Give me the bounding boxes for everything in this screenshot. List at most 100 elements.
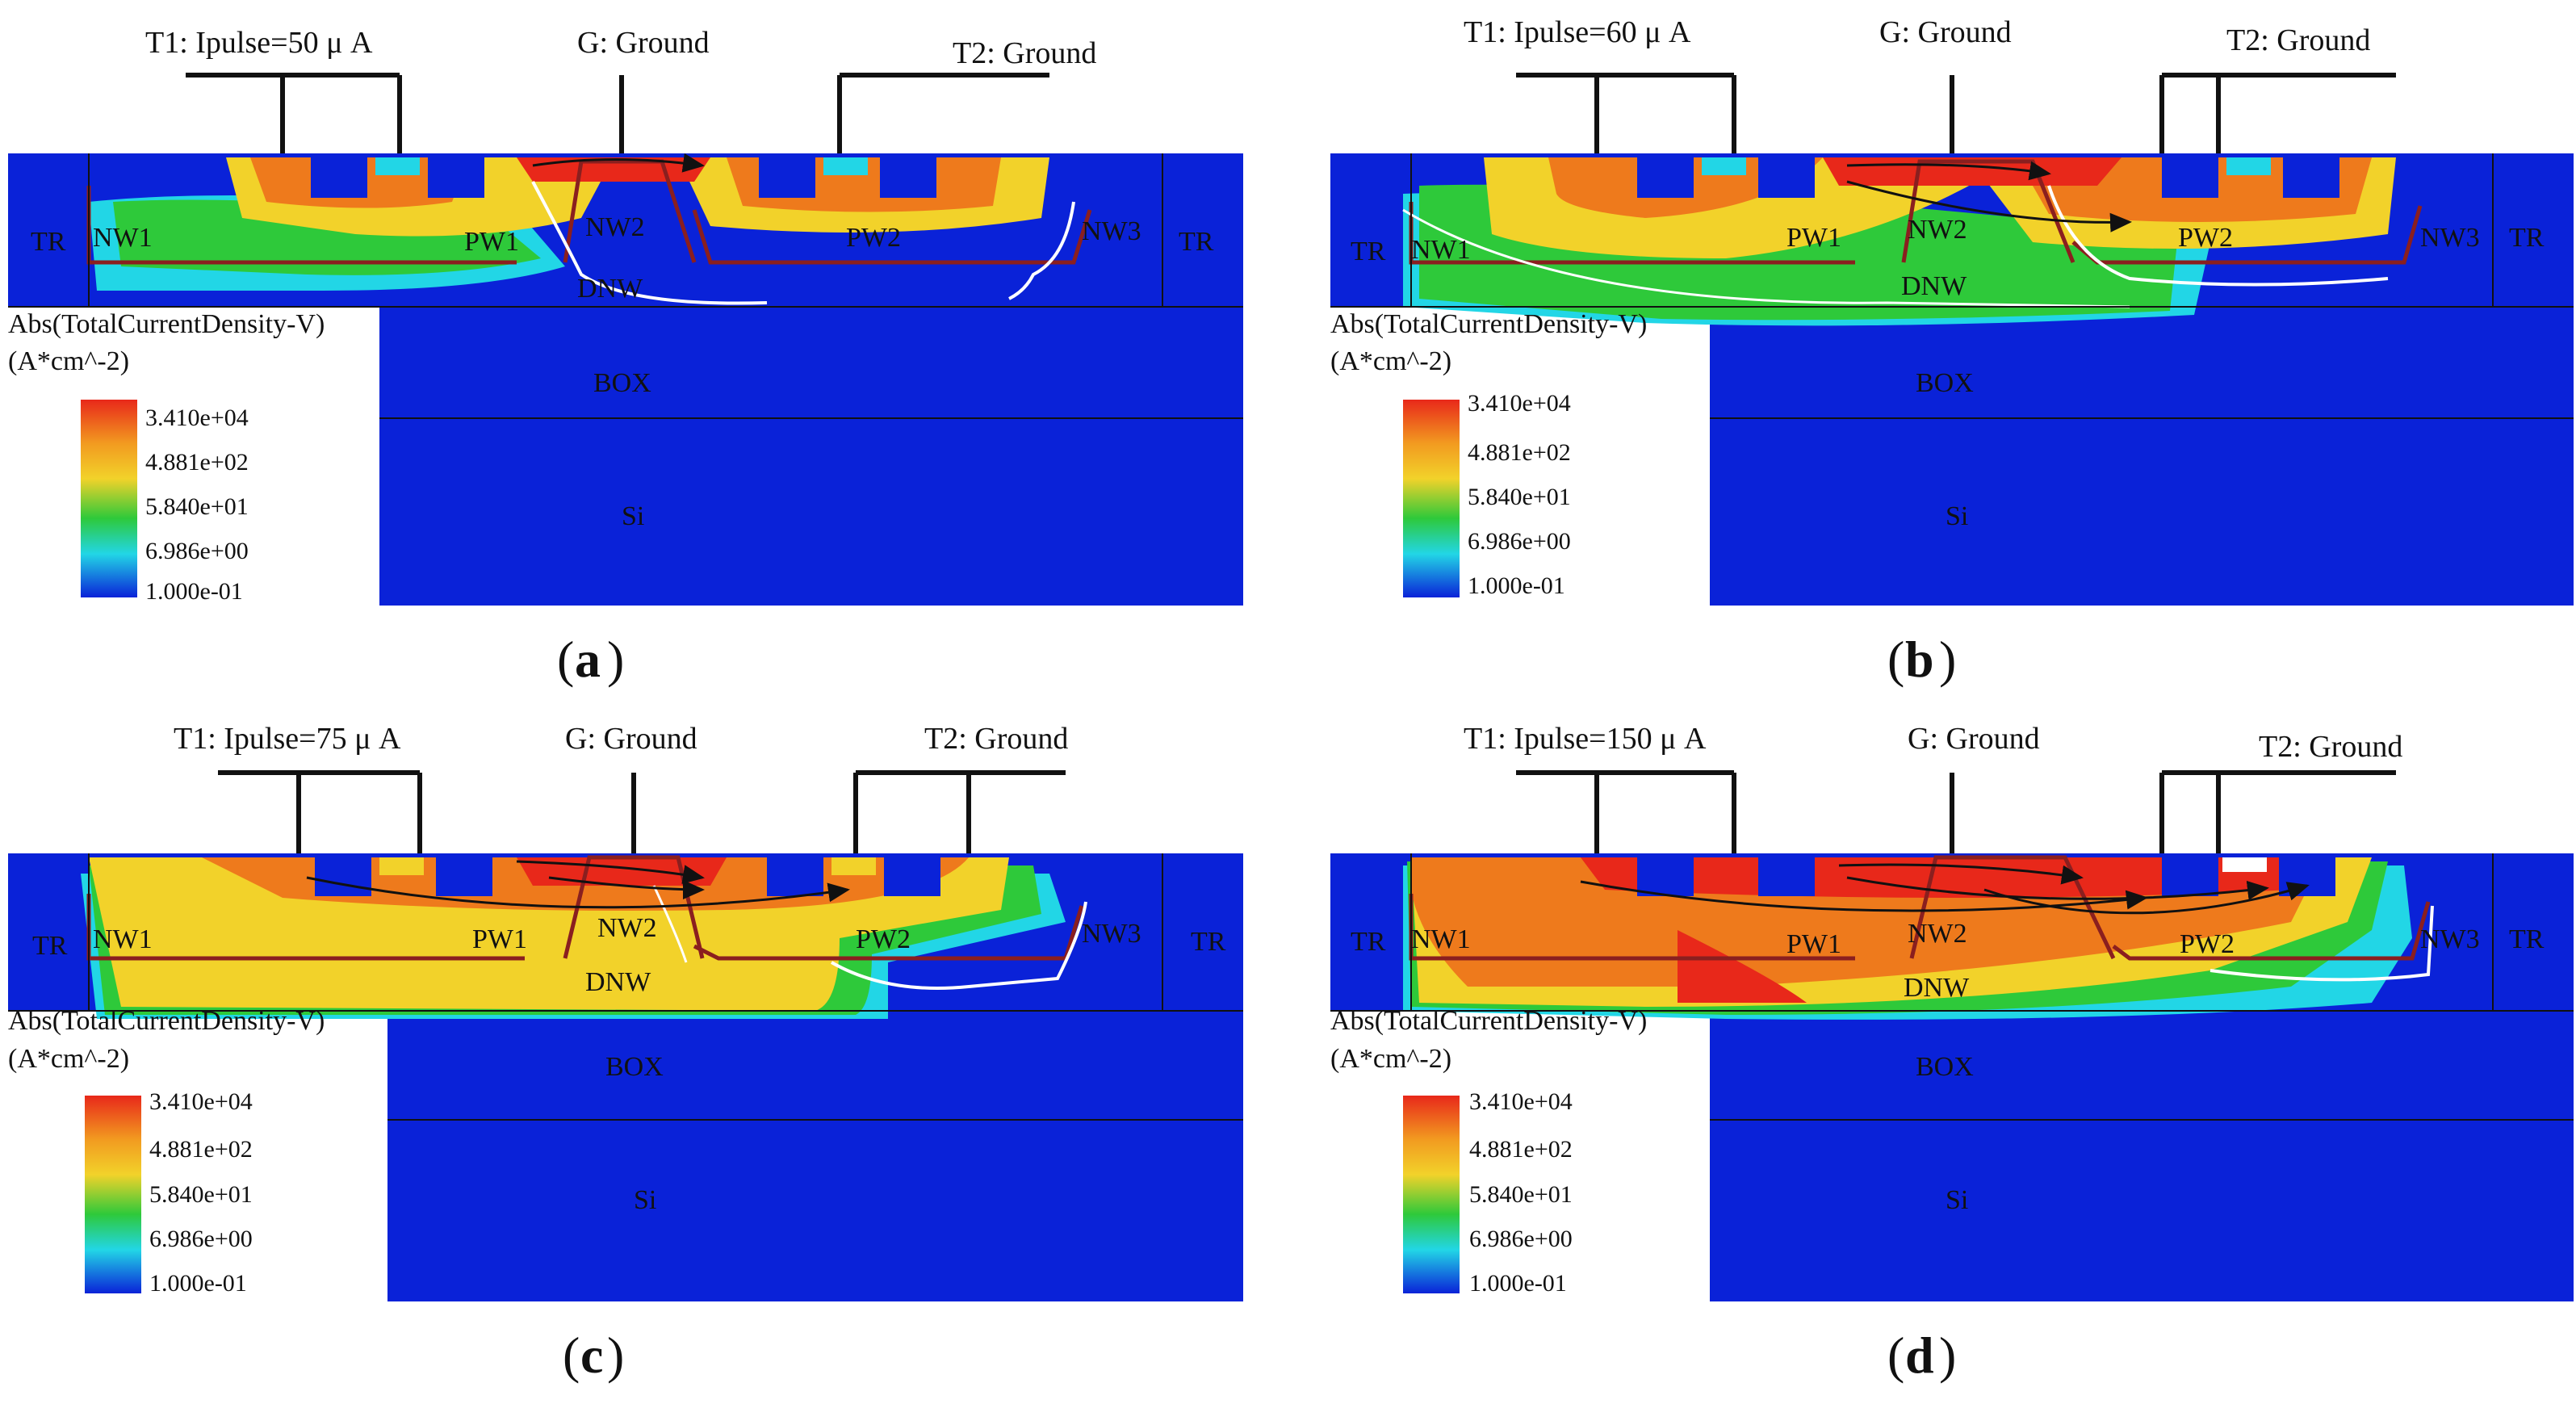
legend-tick: 4.881e+02: [145, 449, 249, 476]
region-label-tr-right: TR: [2509, 223, 2545, 253]
current-flow-arrow: [532, 153, 705, 173]
legend-tick: 4.881e+02: [1468, 439, 1571, 466]
current-flow-arrow: [1580, 880, 2148, 912]
contact-hole: [759, 157, 815, 198]
legend-color-bar: [1403, 1096, 1460, 1293]
region-label-tr-right: TR: [1179, 227, 1214, 257]
region-label-pw1: PW1: [1786, 929, 1841, 959]
legend-tick: 6.986e+00: [145, 538, 249, 564]
contact-hole: [2162, 857, 2218, 896]
t2-terminal-wire: [2159, 73, 2396, 153]
gate-label: G: Ground: [1879, 15, 2012, 49]
contact-hole: [767, 857, 823, 896]
region-label-pw2: PW2: [856, 924, 911, 954]
current-flow-arrow: [1983, 882, 2310, 915]
legend-tick: 6.986e+00: [1468, 528, 1571, 555]
legend-unit: (A*cm^-2): [1330, 1044, 1451, 1074]
box-si-substrate: [387, 1011, 1243, 1301]
region-label-nw1: NW1: [93, 924, 153, 954]
legend-title: Abs(TotalCurrentDensity-V): [8, 309, 325, 339]
region-label-pw1: PW1: [1786, 223, 1841, 253]
legend-tick: 1.000e-01: [149, 1270, 247, 1297]
t1-label: T1: Ipulse=60 μ A: [1464, 15, 1691, 49]
region-label-dnw: DNW: [1904, 973, 1970, 1003]
t2-terminal-wire: [2159, 770, 2396, 853]
contact-active: [2226, 157, 2271, 175]
region-label-si: Si: [622, 501, 644, 531]
legend-tick: 5.840e+01: [1468, 484, 1571, 510]
t1-label: T1: Ipulse=50 μ A: [145, 26, 373, 60]
panel-caption: ( d ): [1887, 1326, 1956, 1384]
region-label-box: BOX: [593, 368, 651, 398]
legend-tick: 1.000e-01: [1469, 1270, 1567, 1297]
contact-active: [831, 857, 876, 875]
region-label-nw2: NW2: [1908, 215, 1967, 245]
contact-active: [375, 157, 420, 175]
junction-line: [2209, 905, 2434, 982]
current-flow-arrow: [1846, 161, 2051, 181]
contact-hole: [1637, 157, 1694, 198]
color-legend: Abs(TotalCurrentDensity-V) (A*cm^-2) 3.4…: [8, 1006, 325, 1297]
legend-unit: (A*cm^-2): [8, 346, 129, 376]
t2-terminal-wire: [837, 73, 1049, 153]
t1-terminal-wire: [1516, 770, 1736, 853]
well-outline-pw2-nw3: [2112, 901, 2431, 961]
panel-caption-letter: d: [1905, 1326, 1934, 1384]
current-flow-arrow: [516, 860, 705, 884]
dnw-hotspot: [1678, 930, 1807, 1003]
current-flow-arrow: [1846, 180, 2132, 233]
current-flow-arrow: [1838, 863, 2084, 885]
well-outline-pw2-nw3: [2071, 205, 2423, 265]
contact-hole: [1758, 857, 1815, 896]
region-label-nw3: NW3: [1082, 216, 1141, 246]
t1-terminal-wire: [1516, 73, 1736, 153]
region-label-pw2: PW2: [2180, 929, 2235, 959]
junction-line: [1402, 208, 2130, 308]
device-cross-section: [8, 853, 1243, 1301]
contact-hole: [880, 157, 936, 198]
legend-tick: 6.986e+00: [149, 1226, 253, 1252]
legend-tick: 3.410e+04: [149, 1088, 253, 1115]
legend-unit: (A*cm^-2): [1330, 346, 1451, 376]
svg-text:(: (: [1887, 631, 1904, 688]
legend-color-bar: [81, 400, 137, 597]
contact-active: [823, 157, 868, 175]
color-legend: Abs(TotalCurrentDensity-V) (A*cm^-2) 3.4…: [8, 309, 325, 605]
t1-label: T1: Ipulse=75 μ A: [174, 722, 401, 756]
junction-line: [831, 901, 1087, 990]
contact-active: [379, 857, 424, 875]
svg-text:): ): [1939, 631, 1956, 688]
gate-label: G: Ground: [577, 26, 710, 60]
legend-tick: 6.986e+00: [1469, 1226, 1573, 1252]
box-si-substrate: [379, 307, 1243, 606]
contact-hole: [884, 857, 940, 896]
panel-caption: ( a ): [557, 631, 624, 688]
region-label-nw1: NW1: [1411, 235, 1471, 265]
legend-unit: (A*cm^-2): [8, 1044, 129, 1074]
region-label-box: BOX: [605, 1052, 664, 1082]
panel-caption: ( c ): [563, 1326, 624, 1384]
region-label-nw1: NW1: [1411, 924, 1471, 954]
legend-color-bar: [1403, 400, 1460, 597]
t2-label: T2: Ground: [2226, 23, 2370, 57]
color-legend: Abs(TotalCurrentDensity-V) (A*cm^-2) 3.4…: [1330, 1006, 1647, 1297]
region-label-nw2: NW2: [1908, 919, 1967, 949]
legend-tick: 1.000e-01: [1468, 572, 1565, 599]
region-label-dnw: DNW: [1901, 271, 1967, 301]
panel-a: T1: Ipulse=50 μ A G: Ground T2: Ground T…: [8, 26, 1243, 688]
region-label-pw2: PW2: [846, 223, 901, 253]
well-outline-nw2: [563, 159, 697, 263]
svg-text:): ): [1939, 1326, 1956, 1384]
legend-tick: 5.840e+01: [149, 1181, 253, 1208]
contact-hole: [1637, 857, 1694, 896]
box-si-substrate: [1710, 1011, 2574, 1301]
region-label-tr-left: TR: [1351, 237, 1386, 266]
svg-text:(: (: [1887, 1326, 1904, 1384]
legend-title: Abs(TotalCurrentDensity-V): [1330, 309, 1647, 339]
region-label-tr-left: TR: [1351, 927, 1386, 957]
terminals: [1516, 73, 2396, 153]
region-label-nw1: NW1: [93, 223, 153, 253]
legend-tick: 5.840e+01: [1469, 1181, 1573, 1208]
t2-label: T2: Ground: [2259, 730, 2402, 764]
box-si-substrate: [1710, 307, 2574, 606]
